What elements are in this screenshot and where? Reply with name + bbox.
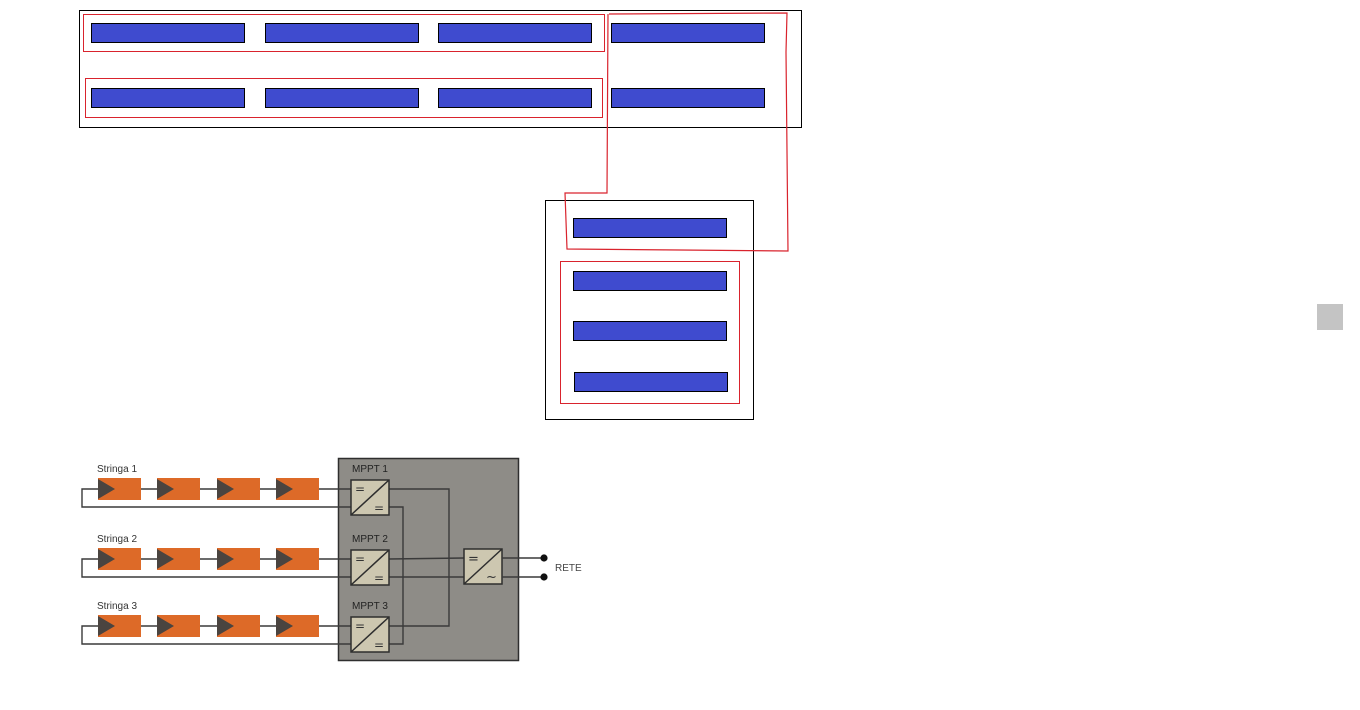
string-module — [276, 478, 319, 500]
string-module — [157, 548, 200, 570]
side-handle[interactable] — [1317, 304, 1343, 330]
pv-module[interactable] — [91, 23, 245, 43]
grid-label: RETE — [555, 563, 582, 574]
pv-module[interactable] — [265, 23, 419, 43]
diode-arrow-icon — [157, 479, 174, 499]
mppt-converter: MPPT 2 = = — [350, 534, 390, 586]
svg-text:=: = — [355, 482, 365, 496]
dc-bus-negative — [389, 506, 404, 645]
string-module — [98, 615, 141, 637]
pv-module[interactable] — [573, 271, 727, 291]
svg-text:=: = — [374, 571, 384, 585]
pv-module[interactable] — [265, 88, 419, 108]
mppt-label: MPPT 1 — [352, 464, 388, 475]
diode-arrow-icon — [157, 549, 174, 569]
string-module — [276, 615, 319, 637]
diode-arrow-icon — [157, 616, 174, 636]
svg-text:=: = — [355, 552, 365, 566]
string-module — [217, 548, 260, 570]
string-label: Stringa 3 — [97, 601, 137, 612]
mppt-label: MPPT 2 — [352, 534, 388, 545]
string-group-secondary[interactable] — [560, 261, 740, 404]
grid-terminal — [540, 573, 548, 581]
string-module — [217, 615, 260, 637]
diode-arrow-icon — [217, 479, 234, 499]
string-module — [157, 615, 200, 637]
string-wire — [81, 558, 351, 578]
diode-arrow-icon — [98, 549, 115, 569]
diode-arrow-icon — [276, 616, 293, 636]
svg-text:=: = — [355, 619, 365, 633]
ac-symbol: ~ — [486, 570, 497, 585]
grid-terminal — [540, 554, 548, 562]
string-wire — [81, 625, 351, 645]
pv-module[interactable] — [573, 321, 727, 341]
string-module — [98, 478, 141, 500]
diode-arrow-icon — [276, 479, 293, 499]
diode-arrow-icon — [98, 479, 115, 499]
pv-module[interactable] — [91, 88, 245, 108]
string-module — [276, 548, 319, 570]
dc-bus-positive — [388, 557, 465, 560]
dcac-converter: = ~ — [463, 548, 503, 585]
string-module — [98, 548, 141, 570]
svg-text:=: = — [374, 501, 384, 515]
dc-symbol: = — [468, 552, 479, 567]
mppt-converter: MPPT 1 = = — [350, 464, 390, 516]
svg-text:=: = — [374, 638, 384, 652]
mppt-label: MPPT 3 — [352, 601, 388, 612]
string-wire — [81, 488, 351, 508]
mppt-converter: MPPT 3 = = — [350, 601, 390, 653]
string-label: Stringa 2 — [97, 534, 137, 545]
diode-arrow-icon — [276, 549, 293, 569]
pv-module[interactable] — [574, 372, 728, 392]
diode-arrow-icon — [217, 549, 234, 569]
diode-arrow-icon — [98, 616, 115, 636]
string-label: Stringa 1 — [97, 464, 137, 475]
diode-arrow-icon — [217, 616, 234, 636]
string-module — [217, 478, 260, 500]
string-module — [157, 478, 200, 500]
